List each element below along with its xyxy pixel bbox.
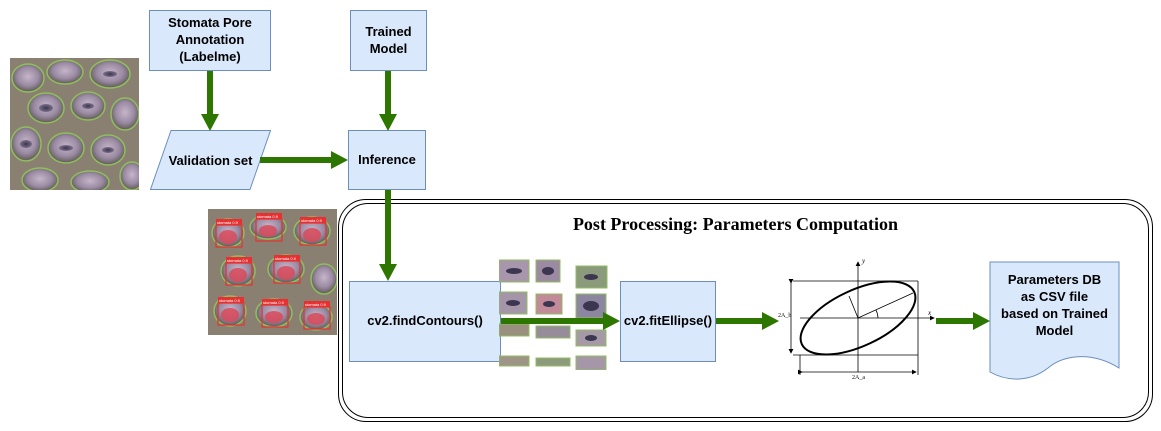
detection-tag-label: stomata 0.9	[219, 298, 241, 303]
inference-box: Inference	[348, 130, 426, 190]
validation-set-shape	[150, 130, 271, 190]
validation-set-label: Validation set	[168, 152, 253, 168]
detection-tag-label: stomata 0.9	[301, 218, 323, 223]
detection-tag-label: stomata 0.9	[227, 258, 249, 263]
detection-tag-label: stomata 0.9	[305, 302, 327, 307]
detection-tag-label: stomata 0.9	[275, 256, 297, 261]
stomata-input-image	[10, 58, 139, 190]
fit-ellipse-box: cv2.fitEllipse()	[620, 281, 716, 362]
annotation-box: Stomata Pore Annotation (Labelme)	[149, 10, 271, 71]
parameters-db-label: Parameters DB as CSV file based on Train…	[1001, 272, 1108, 338]
ellipse-left-dimension: 2A_b	[778, 313, 792, 319]
post-processing-title: Post Processing: Parameters Computation	[572, 214, 899, 234]
post-processing-frame-inner	[342, 203, 1149, 418]
ellipse-bottom-dimension: 2A_a	[852, 375, 865, 381]
find-contours-box: cv2.findContours()	[349, 281, 501, 362]
ellipse-x-axis-label: x	[928, 309, 932, 317]
detection-tag-label: stomata 0.9	[257, 214, 279, 219]
stomata-crops-grid	[499, 258, 611, 370]
detection-tag-label: stomata 0.9	[263, 300, 285, 305]
detection-output-image: stomata 0.9 stomata 0.9 stomata 0.9 stomata…	[208, 209, 337, 335]
trained-model-box: Trained Model	[350, 10, 427, 71]
ellipse-y-axis-label: y	[862, 257, 866, 265]
post-processing-frame-outer	[338, 199, 1153, 422]
detection-tag-label: stomata 0.9	[217, 220, 239, 225]
